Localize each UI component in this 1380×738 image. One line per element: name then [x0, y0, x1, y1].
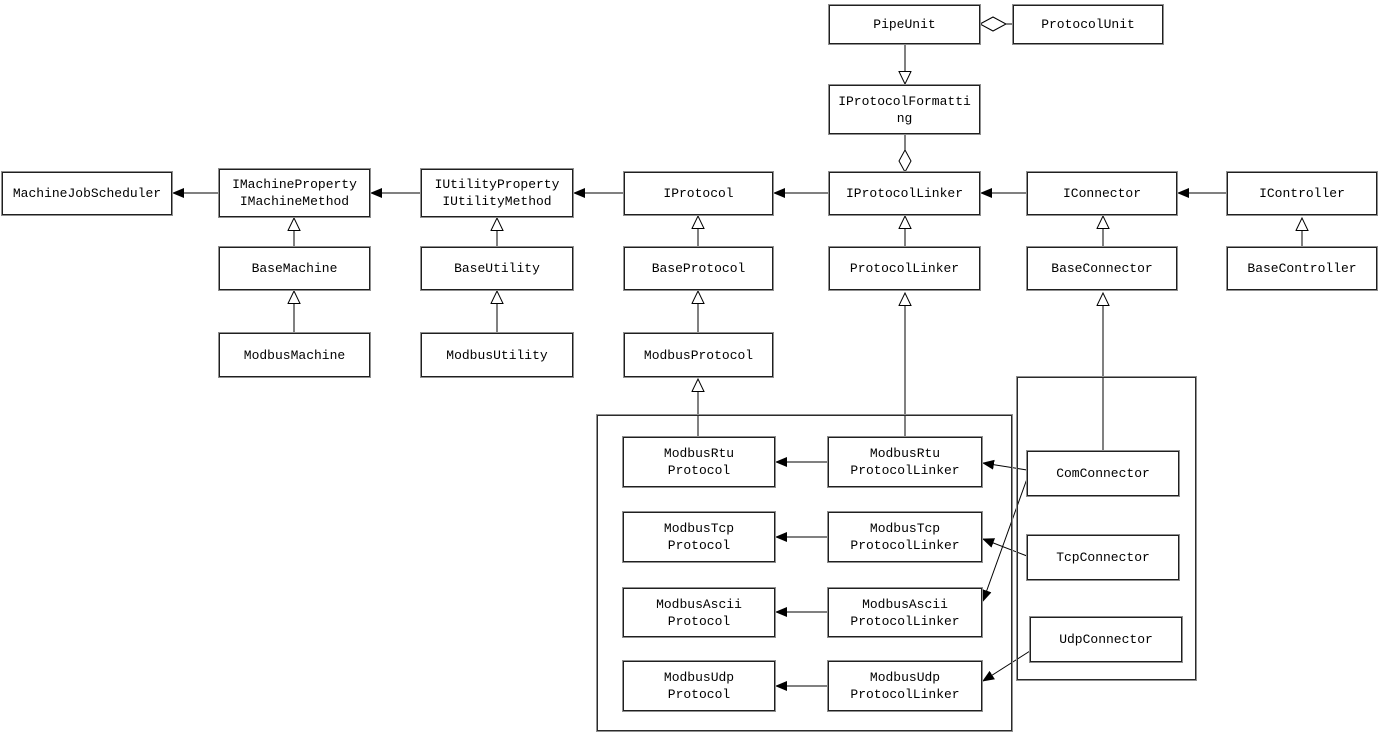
class-modbusudpprotocollinker: ModbusUdp ProtocolLinker	[827, 660, 983, 712]
class-label: ModbusUdp ProtocolLinker	[850, 670, 960, 702]
edge-iprotocolformatting-iprotocollinker-aggregation	[898, 134, 912, 174]
class-iprotocol: IProtocol	[623, 171, 774, 216]
class-label: BaseController	[1247, 261, 1357, 276]
class-label: ModbusRtu ProtocolLinker	[850, 446, 960, 478]
class-iconnector: IConnector	[1026, 171, 1178, 216]
edge-comconnector-to-asciilinker	[982, 475, 1029, 602]
class-protocolunit: ProtocolUnit	[1012, 4, 1164, 45]
edge-comconnector-to-rtulinker	[982, 459, 1028, 471]
class-modbusasciiprotocol: ModbusAscii Protocol	[622, 587, 776, 638]
class-label: ModbusAscii ProtocolLinker	[850, 596, 960, 629]
class-label: UdpConnector	[1059, 632, 1153, 647]
class-label: IUtilityProperty IUtilityMethod	[434, 177, 560, 209]
class-icontroller: IController	[1226, 171, 1378, 216]
class-modbusrtuprotocollinker: ModbusRtu ProtocolLinker	[827, 436, 983, 488]
class-label: BaseProtocol	[651, 261, 746, 276]
class-pipeunit: PipeUnit	[828, 4, 981, 45]
class-label: IProtocolLinker	[845, 186, 964, 201]
class-label: ModbusUtility	[446, 347, 548, 363]
class-modbusprotocol: ModbusProtocol	[623, 332, 774, 378]
class-label: ComConnector	[1056, 466, 1150, 481]
class-label: ModbusProtocol	[643, 347, 754, 363]
class-label: IMachineProperty IMachineMethod	[232, 177, 357, 209]
class-label: ModbusTcp Protocol	[663, 521, 735, 553]
class-baseprotocol: BaseProtocol	[623, 246, 774, 291]
class-modbustcpprotocol: ModbusTcp Protocol	[622, 511, 776, 563]
class-modbusmachine: ModbusMachine	[218, 332, 371, 378]
class-label: BaseConnector	[1051, 261, 1153, 276]
class-iprotocollinker: IProtocolLinker	[828, 171, 981, 216]
class-comconnector: ComConnector	[1026, 450, 1180, 497]
class-tcpconnector: TcpConnector	[1026, 534, 1180, 581]
class-label: IProtocolFormatti ng	[838, 93, 971, 126]
class-modbusudpprotocol: ModbusUdp Protocol	[622, 660, 776, 712]
edge-udpconnector-to-udplinker	[982, 650, 1031, 682]
class-baseutility: BaseUtility	[420, 246, 574, 291]
class-iutilityproperty-iutilitymethod: IUtilityProperty IUtilityMethod	[420, 168, 574, 218]
class-modbusrtuprotocol: ModbusRtu Protocol	[622, 436, 776, 488]
edge-tcpconnector-to-tcplinker	[982, 538, 1028, 557]
class-label: MachineJobScheduler	[12, 186, 162, 201]
class-label: ModbusUdp Protocol	[663, 670, 735, 702]
class-label: TcpConnector	[1056, 550, 1150, 565]
class-label: ModbusTcp ProtocolLinker	[850, 521, 960, 553]
class-label: BaseMachine	[251, 261, 338, 276]
class-modbusutility: ModbusUtility	[420, 332, 574, 378]
class-label: ModbusAscii Protocol	[656, 596, 742, 629]
connector-group-frame	[1016, 376, 1197, 681]
class-iprotocolformatting: IProtocolFormatti ng	[828, 84, 981, 135]
class-modbustcpprotocollinker: ModbusTcp ProtocolLinker	[827, 511, 983, 563]
class-label: PipeUnit	[873, 17, 936, 32]
class-label: ModbusRtu Protocol	[663, 446, 735, 478]
class-label: ProtocolLinker	[849, 261, 960, 276]
class-imachineproperty-imachinemethod: IMachineProperty IMachineMethod	[218, 168, 371, 218]
class-label: IController	[1259, 186, 1345, 201]
class-label: IConnector	[1062, 186, 1141, 201]
class-udpconnector: UdpConnector	[1029, 616, 1183, 663]
class-protocollinker: ProtocolLinker	[828, 246, 981, 291]
class-basecontroller: BaseController	[1226, 246, 1378, 291]
edge-pipeunit-protocolunit-aggregation	[978, 16, 1013, 32]
class-baseconnector: BaseConnector	[1026, 246, 1178, 291]
class-label: ModbusMachine	[243, 347, 346, 363]
class-label: ProtocolUnit	[1041, 17, 1135, 32]
class-label: BaseUtility	[454, 261, 540, 276]
class-machinejobscheduler: MachineJobScheduler	[1, 171, 173, 216]
class-modbusasciiprotocollinker: ModbusAscii ProtocolLinker	[827, 587, 983, 638]
modbus-protocol-group-frame	[596, 414, 1013, 732]
class-basemachine: BaseMachine	[218, 246, 371, 291]
class-label: IProtocol	[663, 186, 734, 201]
